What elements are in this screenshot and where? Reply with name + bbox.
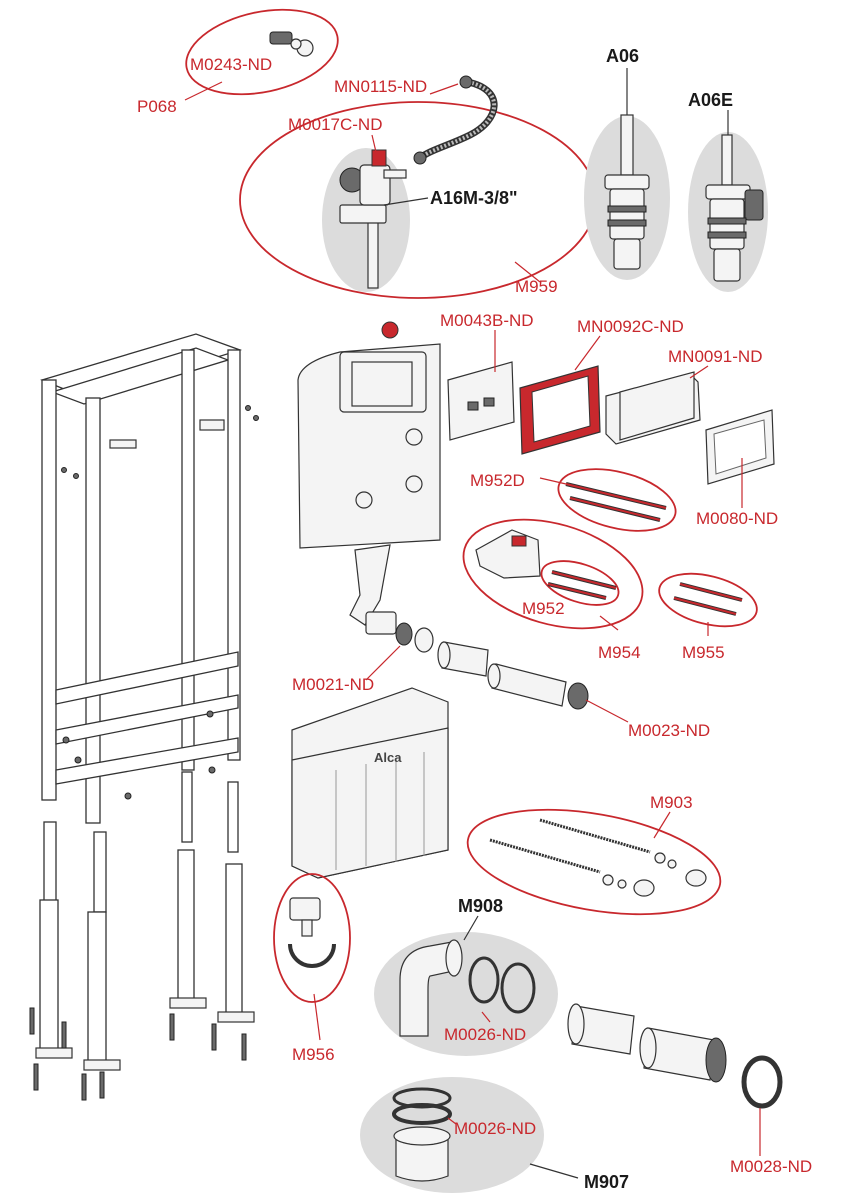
label-m0043b: M0043B-ND	[440, 311, 534, 330]
label-m955: M955	[682, 643, 725, 662]
group-m955: M955	[658, 572, 758, 662]
group-p068: P068 M0243-ND	[137, 8, 339, 116]
label-a06: A06	[606, 46, 639, 66]
label-m954: M954	[598, 643, 641, 662]
m956-leader	[313, 993, 321, 1041]
m952d-leader	[539, 477, 567, 485]
label-m0028: M0028-ND	[730, 1157, 812, 1176]
frame-legs	[29, 771, 255, 1101]
group-a06e: A06E	[688, 90, 768, 292]
m0043b-plate: M0043B-ND	[440, 311, 534, 441]
mn0115-leader	[429, 83, 459, 95]
label-mn0091: MN0091-ND	[668, 347, 762, 366]
m0026b-leader	[447, 1117, 457, 1125]
label-mn0092c: MN0092C-ND	[577, 317, 684, 336]
group-m955-outline	[658, 572, 758, 628]
label-a06e: A06E	[688, 90, 733, 110]
label-mn0115: MN0115-ND	[334, 77, 427, 96]
outlet-pipe: M0028-ND	[567, 1003, 812, 1176]
label-m0023: M0023-ND	[628, 721, 710, 740]
protective-cover: Alca	[291, 687, 449, 879]
label-p068: P068	[137, 97, 177, 116]
m0021-leader	[365, 645, 401, 681]
group-a06: A06	[584, 46, 670, 280]
label-m0080: M0080-ND	[696, 509, 778, 528]
label-m956: M956	[292, 1045, 335, 1064]
group-m956-outline	[273, 873, 351, 1003]
label-m952d: M952D	[470, 471, 525, 490]
group-m954: M952 M954	[462, 518, 644, 662]
flush-lever-bracket	[475, 529, 541, 579]
pipe-assembly: M0021-ND M0023-ND	[292, 622, 710, 740]
group-m903: M903	[466, 793, 722, 916]
group-m952-outline	[540, 560, 620, 606]
fill-valve-a16m	[339, 149, 407, 289]
m0243-part	[269, 31, 314, 57]
label-m959: M959	[515, 277, 558, 296]
group-m952d: M952D	[470, 468, 677, 532]
mn0092c-frame: MN0092C-ND	[519, 317, 684, 455]
installation-frame	[40, 333, 259, 824]
alca-logo-text: Alca	[374, 750, 402, 765]
mn0091-leader	[689, 365, 709, 379]
group-m903-outline	[466, 808, 722, 916]
m0026a-leader	[481, 1011, 491, 1023]
label-m0021: M0021-ND	[292, 675, 374, 694]
label-m0026a: M0026-ND	[444, 1025, 526, 1044]
label-a16m: A16M-3/8"	[430, 188, 518, 208]
label-m0017c: M0017C-ND	[288, 115, 382, 134]
label-m0243: M0243-ND	[190, 55, 272, 74]
m0017c-leader	[371, 134, 377, 153]
m903-leader	[653, 811, 671, 839]
group-m956: M956	[273, 873, 351, 1064]
cistern-tank	[297, 321, 441, 635]
a16m-leader	[383, 197, 429, 206]
p068-leader	[184, 81, 223, 101]
mn0091-box: MN0091-ND	[605, 347, 762, 445]
label-m908: M908	[458, 896, 503, 916]
group-m959: MN0115-ND M0017C-ND A16M-3/8" M959	[239, 75, 597, 299]
m0080-plate: M0080-ND	[696, 409, 778, 528]
m0023-leader	[585, 699, 629, 723]
group-m907: M0026-ND M907	[360, 1077, 629, 1193]
m959-leader	[514, 261, 541, 283]
group-m952d-outline	[557, 468, 677, 532]
mn0092c-leader	[574, 335, 601, 371]
label-m907: M907	[584, 1172, 629, 1192]
group-p068-outline	[185, 8, 339, 96]
label-m0026b: M0026-ND	[454, 1119, 536, 1138]
m954-leader	[599, 615, 619, 631]
label-m952: M952	[522, 599, 565, 618]
m907-leader	[529, 1163, 579, 1179]
m908-leader	[463, 915, 479, 941]
group-m908: M908 M0026-ND	[374, 896, 558, 1056]
group-m954-outline	[462, 518, 644, 630]
label-m903: M903	[650, 793, 693, 812]
